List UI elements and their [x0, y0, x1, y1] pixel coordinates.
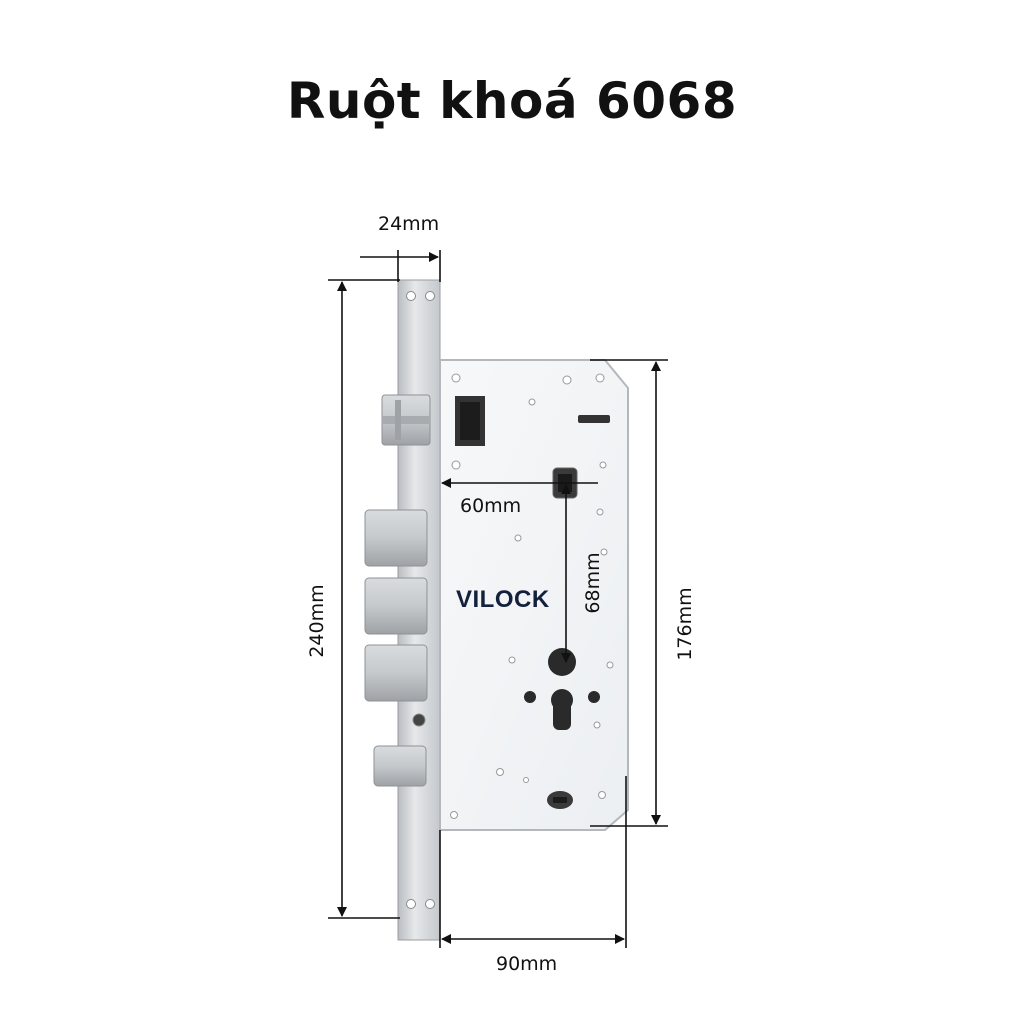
dead-bolts	[364, 509, 428, 787]
dim-backset: 60mm	[460, 495, 522, 517]
lock-body	[439, 359, 629, 831]
latch-bolt	[381, 394, 431, 446]
dimension-lines	[328, 250, 668, 948]
dim-body-width: 90mm	[496, 953, 558, 975]
dim-total-height: 240mm	[306, 584, 328, 658]
dim-faceplate-width: 24mm	[378, 213, 440, 235]
brand-logo: VILOCK	[456, 586, 550, 614]
product-title: Ruột khoá 6068	[286, 72, 738, 130]
dim-body-height: 176mm	[674, 587, 696, 661]
brand-text: VILOCK	[456, 586, 550, 613]
dim-center-distance: 68mm	[582, 552, 604, 614]
